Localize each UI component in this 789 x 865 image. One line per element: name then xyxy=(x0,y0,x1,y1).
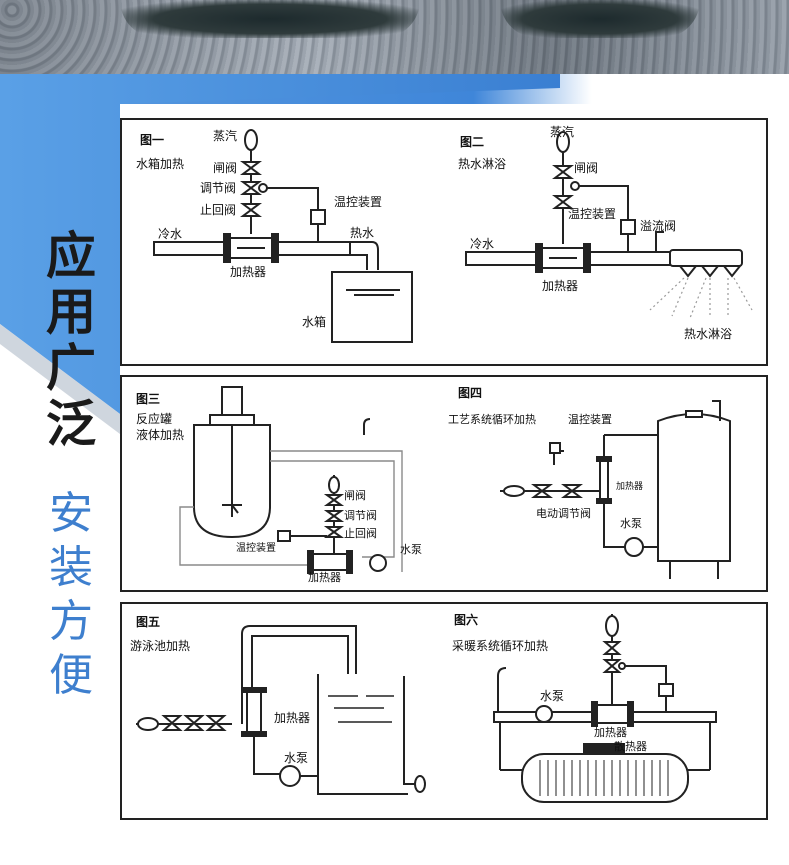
label-heater: 加热器 xyxy=(616,480,643,492)
label-steam: 蒸汽 xyxy=(550,124,574,139)
side-subtitle-char: 方 xyxy=(49,596,93,647)
blue-wedge xyxy=(0,74,560,434)
panel6-diagram: 图六 采暖系统循环加热 水泵 加热器 散热器 xyxy=(452,612,717,803)
panel-process-circulation: 图四 工艺系统循环加热 温控装置 加热器 电动调节阀 水泵 xyxy=(444,377,762,586)
side-subtitle-char: 装 xyxy=(49,542,93,593)
label-temp-control: 温控装置 xyxy=(334,195,382,209)
photo-dark-region xyxy=(120,0,420,38)
side-title-char: 用 xyxy=(46,283,96,341)
panel1-subtitle: 水箱加热 xyxy=(136,156,184,171)
panel3-diagram: 图三 反应罐 液体加热 闸阀 调节阀 止回阀 温控装置 水泵 加热器 xyxy=(136,386,422,584)
panel6-subtitle: 采暖系统循环加热 xyxy=(452,639,548,653)
panel1-diagram: 图一 水箱加热 蒸汽 闸阀 调节阀 止回阀 温控装置 冷水 热水 加热器 水箱 xyxy=(136,128,413,343)
panel5-diagram: 图五 游泳池加热 加热器 水泵 xyxy=(130,615,426,795)
panel-pool-heating: 图五 游泳池加热 加热器 水泵 xyxy=(122,604,440,814)
panel3-subtitle-1: 反应罐 xyxy=(136,411,172,426)
panel5-title: 图五 xyxy=(136,615,160,629)
label-gate-valve: 闸阀 xyxy=(213,161,237,175)
panel4-diagram: 图四 工艺系统循环加热 温控装置 加热器 电动调节阀 水泵 xyxy=(448,386,731,579)
side-title-char: 广 xyxy=(46,339,96,397)
label-heater: 加热器 xyxy=(308,571,341,584)
label-regulating-valve: 调节阀 xyxy=(200,181,236,195)
label-hot-shower: 热水淋浴 xyxy=(684,327,732,341)
label-steam: 蒸汽 xyxy=(213,128,237,143)
panel2-subtitle: 热水淋浴 xyxy=(458,157,506,171)
panel2-title: 图二 xyxy=(460,135,484,149)
panel4-subtitle: 工艺系统循环加热 xyxy=(448,413,536,426)
label-heater: 加热器 xyxy=(274,711,310,725)
side-subtitle: 安 装 方 便 xyxy=(36,487,106,703)
panel-reactor-heating: 图三 反应罐 液体加热 闸阀 调节阀 止回阀 温控装置 水泵 加热器 xyxy=(122,377,440,586)
side-title-char: 泛 xyxy=(46,395,96,453)
label-radiator: 散热器 xyxy=(614,739,647,753)
side-subtitle-char: 安 xyxy=(49,488,93,539)
label-water-pump: 水泵 xyxy=(400,543,422,556)
label-motor-valve: 电动调节阀 xyxy=(536,506,591,520)
label-check-valve: 止回阀 xyxy=(344,526,377,540)
panel1-title: 图一 xyxy=(140,133,164,147)
label-water-pump: 水泵 xyxy=(284,751,308,765)
label-hot-water: 热水 xyxy=(350,226,374,240)
label-heater: 加热器 xyxy=(542,279,578,293)
photo-dark-region xyxy=(500,0,700,38)
label-cold-water: 冷水 xyxy=(158,227,182,241)
panel-water-tank-heating: 图一 水箱加热 蒸汽 闸阀 调节阀 止回阀 温控装置 冷水 热水 加热器 水箱 xyxy=(122,120,440,360)
side-title-char: 应 xyxy=(46,227,96,285)
label-water-tank: 水箱 xyxy=(302,314,326,329)
label-gate-valve: 闸阀 xyxy=(574,161,598,175)
side-title: 应 用 广 泛 xyxy=(36,228,106,452)
label-water-pump: 水泵 xyxy=(540,689,564,703)
label-heater: 加热器 xyxy=(230,265,266,279)
label-gate-valve: 闸阀 xyxy=(344,488,366,502)
label-temp-control: 温控装置 xyxy=(568,412,612,426)
panel-heating-circulation: 图六 采暖系统循环加热 水泵 加热器 散热器 xyxy=(444,604,762,814)
panel3-subtitle-2: 液体加热 xyxy=(136,427,184,442)
panel2-diagram: 图二 热水淋浴 蒸汽 闸阀 温控装置 溢流阀 冷水 加热器 热水淋浴 xyxy=(458,124,753,341)
panel3-title: 图三 xyxy=(136,392,160,406)
label-water-pump: 水泵 xyxy=(620,517,642,530)
label-overflow-valve: 溢流阀 xyxy=(640,219,676,233)
panel-hot-shower: 图二 热水淋浴 蒸汽 闸阀 温控装置 溢流阀 冷水 加热器 热水淋浴 xyxy=(444,120,762,360)
label-cold-water: 冷水 xyxy=(470,237,494,251)
side-subtitle-char: 便 xyxy=(49,650,93,701)
panel6-title: 图六 xyxy=(454,612,478,627)
header-photo xyxy=(0,0,789,74)
label-temp-control: 温控装置 xyxy=(236,541,276,554)
label-heater: 加热器 xyxy=(594,726,627,739)
label-regulating-valve: 调节阀 xyxy=(344,508,377,522)
panel5-subtitle: 游泳池加热 xyxy=(130,639,190,653)
panel4-title: 图四 xyxy=(458,386,482,400)
label-check-valve: 止回阀 xyxy=(200,203,236,217)
label-temp-control: 温控装置 xyxy=(568,207,616,221)
